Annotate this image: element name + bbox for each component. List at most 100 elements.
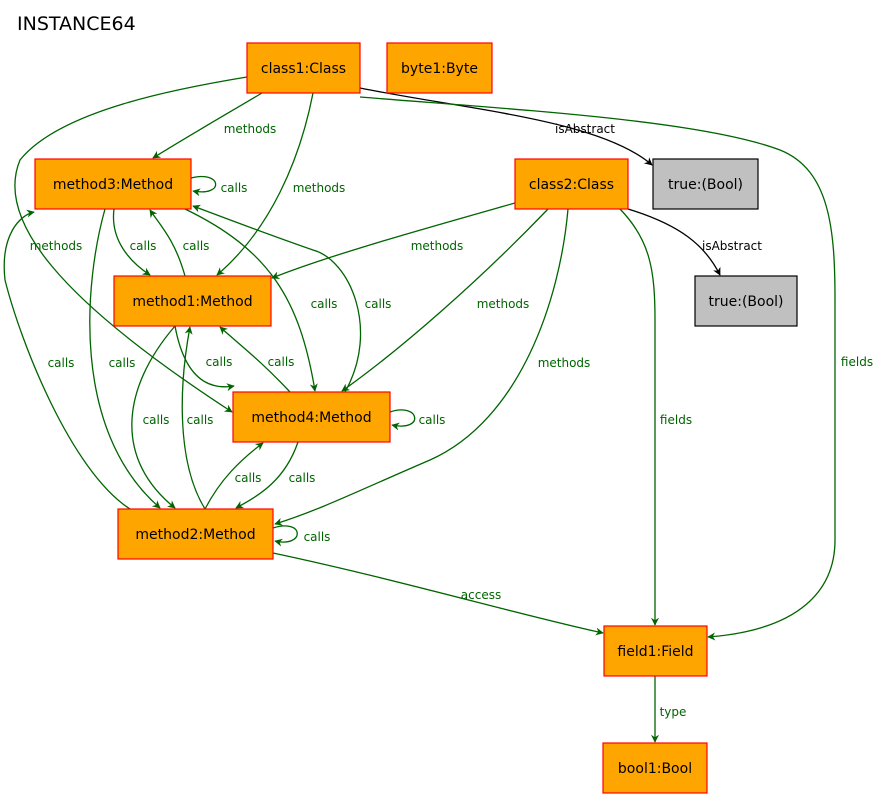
edge-label: calls — [268, 355, 295, 369]
edge-label: methods — [224, 122, 277, 136]
edge-line — [112, 208, 151, 276]
edge-label: methods — [30, 239, 83, 253]
edge-method4-method3: calls — [192, 204, 392, 393]
node-class1[interactable]: class1:Class — [246, 42, 361, 94]
edge-method2-method3: calls — [3, 209, 131, 510]
edge-class1-method4: methods — [14, 76, 248, 413]
edge-class1-field1: fields — [359, 96, 873, 641]
edge-label: calls — [48, 356, 75, 370]
edge-line — [274, 208, 569, 526]
edge-label: calls — [419, 413, 446, 427]
edge-class1-true1: isAbstract — [359, 87, 653, 166]
edge-class2-method4: methods — [341, 208, 549, 392]
edge-method3-method4: calls — [184, 208, 338, 392]
node-box — [34, 158, 192, 210]
node-box — [246, 42, 361, 94]
node-label: class1:Class — [261, 61, 346, 77]
edge-class2-true2: isAbstract — [627, 208, 762, 276]
node-box — [694, 275, 798, 327]
edge-line — [619, 208, 659, 626]
diagram-title: INSTANCE64 — [17, 13, 136, 35]
edge-line — [131, 325, 176, 509]
edge-line — [359, 87, 653, 166]
edge-line — [204, 442, 264, 510]
edge-label: calls — [109, 356, 136, 370]
node-box — [117, 508, 274, 560]
edge-label: type — [660, 705, 687, 719]
edge-label: calls — [304, 530, 331, 544]
edge-method1-method3: calls — [149, 209, 210, 277]
node-box — [602, 742, 708, 794]
node-label: method4:Method — [251, 410, 371, 426]
node-byte1[interactable]: byte1:Byte — [386, 42, 493, 94]
edge-class2-method2: methods — [274, 208, 591, 526]
edge-method3-method1: calls — [112, 208, 157, 276]
edge-label: calls — [221, 181, 248, 195]
edge-label: fields — [841, 355, 873, 369]
edge-label: isAbstract — [555, 122, 615, 136]
node-bool1[interactable]: bool1:Bool — [602, 742, 708, 794]
edge-line — [149, 209, 186, 277]
edge-label: methods — [538, 356, 591, 370]
edge-label: calls — [183, 239, 210, 253]
node-true2[interactable]: true:(Bool) — [694, 275, 798, 327]
edge-label: calls — [289, 471, 316, 485]
node-method1[interactable]: method1:Method — [113, 275, 272, 327]
edge-line — [184, 208, 318, 392]
node-box — [652, 158, 759, 210]
edge-class2-field1: fields — [619, 208, 692, 626]
edge-label: calls — [311, 297, 338, 311]
edge-line — [271, 202, 516, 280]
edge-method4-method4: calls — [389, 409, 446, 431]
edge-label: calls — [365, 297, 392, 311]
edge-method2-method2: calls — [272, 525, 331, 547]
edge-line — [190, 175, 217, 197]
edges-layer: methods methods methods isAbstract fields cal… — [3, 76, 873, 743]
edge-class1-method3: methods — [152, 92, 277, 159]
node-label: method3:Method — [53, 177, 173, 193]
node-method2[interactable]: method2:Method — [117, 508, 274, 560]
edge-label: methods — [411, 239, 464, 253]
edge-method3-method3: calls — [190, 175, 248, 197]
edge-line — [389, 409, 416, 431]
edge-line — [272, 525, 298, 547]
node-label: method1:Method — [132, 294, 252, 310]
node-label: bool1:Bool — [618, 761, 692, 777]
edge-method2-field1: access — [272, 552, 604, 636]
edge-method4-method2: calls — [235, 441, 316, 509]
edge-method1-method2: calls — [131, 325, 176, 509]
node-label: class2:Class — [529, 177, 614, 193]
edge-label: calls — [235, 471, 262, 485]
edge-field1-bool1: type — [651, 676, 687, 743]
node-box — [386, 42, 493, 94]
edge-line — [89, 208, 161, 509]
edge-label: calls — [143, 413, 170, 427]
edge-line — [235, 441, 299, 509]
node-class2[interactable]: class2:Class — [514, 158, 629, 210]
node-label: true:(Bool) — [709, 294, 784, 310]
node-box — [603, 625, 708, 677]
edge-line — [341, 208, 549, 392]
edge-line — [359, 96, 836, 641]
node-method4[interactable]: method4:Method — [232, 391, 391, 443]
node-method3[interactable]: method3:Method — [34, 158, 192, 210]
edge-line — [216, 92, 314, 276]
edge-label: access — [461, 588, 501, 602]
nodes-layer: class1:Class byte1:Byte method3:Method clas… — [34, 42, 798, 794]
node-label: byte1:Byte — [401, 61, 478, 77]
node-field1[interactable]: field1:Field — [603, 625, 708, 677]
edge-label: methods — [477, 297, 530, 311]
edge-class1-method1: methods — [216, 92, 345, 276]
edge-label: calls — [130, 239, 157, 253]
edge-label: calls — [187, 413, 214, 427]
node-box — [514, 158, 629, 210]
edge-class2-method1: methods — [271, 202, 516, 280]
edge-line — [174, 325, 235, 392]
edge-label: isAbstract — [702, 239, 762, 253]
edge-method1-method4: calls — [174, 325, 235, 392]
edge-method4-method1: calls — [219, 326, 295, 393]
edge-label: fields — [660, 413, 692, 427]
node-true1[interactable]: true:(Bool) — [652, 158, 759, 210]
node-box — [113, 275, 272, 327]
